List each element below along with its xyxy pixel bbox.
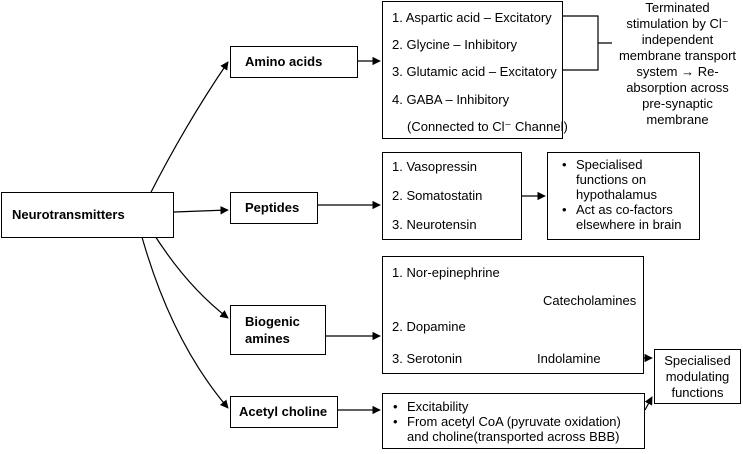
- peptides-box: Peptides: [230, 192, 318, 224]
- biogenic-label: Biogenic: [245, 314, 300, 329]
- termination-line: system → Re-: [636, 64, 719, 79]
- arrow-root-to-acetyl-choline: [139, 229, 229, 409]
- termination-line: stimulation by Cl⁻: [626, 16, 729, 31]
- peptide-function-line: Act as co-factors: [576, 202, 673, 217]
- arrow-root-to-amino-acids: [147, 61, 229, 199]
- acetyl-choline-info-box: Excitability From acetyl CoA (pyruvate o…: [382, 393, 645, 449]
- amino-acid-item: 3. Glutamic acid – Excitatory: [392, 64, 557, 79]
- amines-label: amines: [245, 331, 290, 346]
- peptide-function-line: Specialised: [576, 157, 643, 172]
- biogenic-amines-box: Biogenic amines: [230, 305, 326, 355]
- neurotransmitters-box: Neurotransmitters: [1, 192, 174, 238]
- bracket-aspartic-glutamic: [563, 15, 612, 71]
- amino-acid-note: (Connected to Cl⁻ Channel): [407, 119, 568, 134]
- amino-acid-item: 1. Aspartic acid – Excitatory: [392, 10, 552, 25]
- acetyl-info-item: Excitability: [391, 399, 621, 414]
- modulating-line: modulating: [665, 369, 730, 384]
- arrow-acetyl-info-to-modulating: [644, 396, 653, 411]
- modulating-functions-box: Specialised modulating functions: [654, 349, 741, 404]
- amino-acids-box: Amino acids: [230, 46, 358, 78]
- arrow-root-to-peptides: [173, 206, 229, 215]
- peptide-function-line: elsewhere in brain: [576, 217, 682, 232]
- acetyl-info-line: From acetyl CoA (pyruvate oxidation): [407, 414, 621, 429]
- termination-line: absorption across: [626, 80, 729, 95]
- acetyl-choline-label: Acetyl choline: [239, 404, 328, 419]
- neurotransmitters-label: Neurotransmitters: [12, 207, 125, 222]
- amine-list-box: 1. Nor-epinephrine Catecholamines 2. Dop…: [382, 256, 644, 374]
- termination-line: pre-synaptic: [642, 96, 713, 111]
- serotonin-item: 3. Serotonin: [392, 351, 463, 366]
- peptide-function-line: hypothalamus: [576, 187, 657, 202]
- peptide-item: 1. Vasopressin: [392, 159, 478, 174]
- acetyl-info-line: and choline(transported across BBB): [407, 429, 620, 444]
- amino-acid-item: 4. GABA – Inhibitory: [392, 92, 510, 107]
- peptide-item: 2. Somatostatin: [392, 188, 483, 203]
- termination-line: independent: [641, 32, 714, 47]
- acetyl-choline-box: Acetyl choline: [230, 396, 338, 428]
- dopamine-item: 2. Dopamine: [392, 319, 466, 334]
- termination-line: membrane: [646, 112, 709, 127]
- amino-acid-termination-text: Terminated stimulation by Cl⁻ independen…: [612, 0, 743, 128]
- modulating-line: functions: [671, 385, 724, 400]
- amino-acid-list-box: 1. Aspartic acid – Excitatory 2. Glycine…: [382, 1, 568, 139]
- peptide-list-box: 1. Vasopressin 2. Somatostatin 3. Neurot…: [382, 152, 522, 240]
- indolamine-label: Indolamine: [537, 351, 601, 366]
- amino-acid-item: 2. Glycine – Inhibitory: [392, 37, 518, 52]
- peptide-function-item: Specialised functions on hypothalamus: [560, 157, 682, 202]
- peptide-item: 3. Neurotensin: [392, 217, 477, 232]
- termination-line: membrane transport: [618, 48, 737, 63]
- termination-line: Terminated: [645, 0, 710, 15]
- peptide-function-line: functions on: [576, 172, 647, 187]
- modulating-line: Specialised: [664, 353, 731, 368]
- nor-epinephrine-item: 1. Nor-epinephrine: [392, 265, 500, 280]
- peptides-label: Peptides: [245, 200, 300, 215]
- peptide-functions-box: Specialised functions on hypothalamus Ac…: [547, 152, 700, 240]
- amino-acids-label: Amino acids: [245, 54, 323, 69]
- acetyl-info-line: Excitability: [407, 399, 469, 414]
- peptide-function-item: Act as co-factors elsewhere in brain: [560, 202, 682, 232]
- acetyl-info-item: From acetyl CoA (pyruvate oxidation) and…: [391, 414, 621, 444]
- catecholamines-label: Catecholamines: [543, 293, 637, 308]
- arrow-root-to-biogenic-amines: [149, 227, 229, 319]
